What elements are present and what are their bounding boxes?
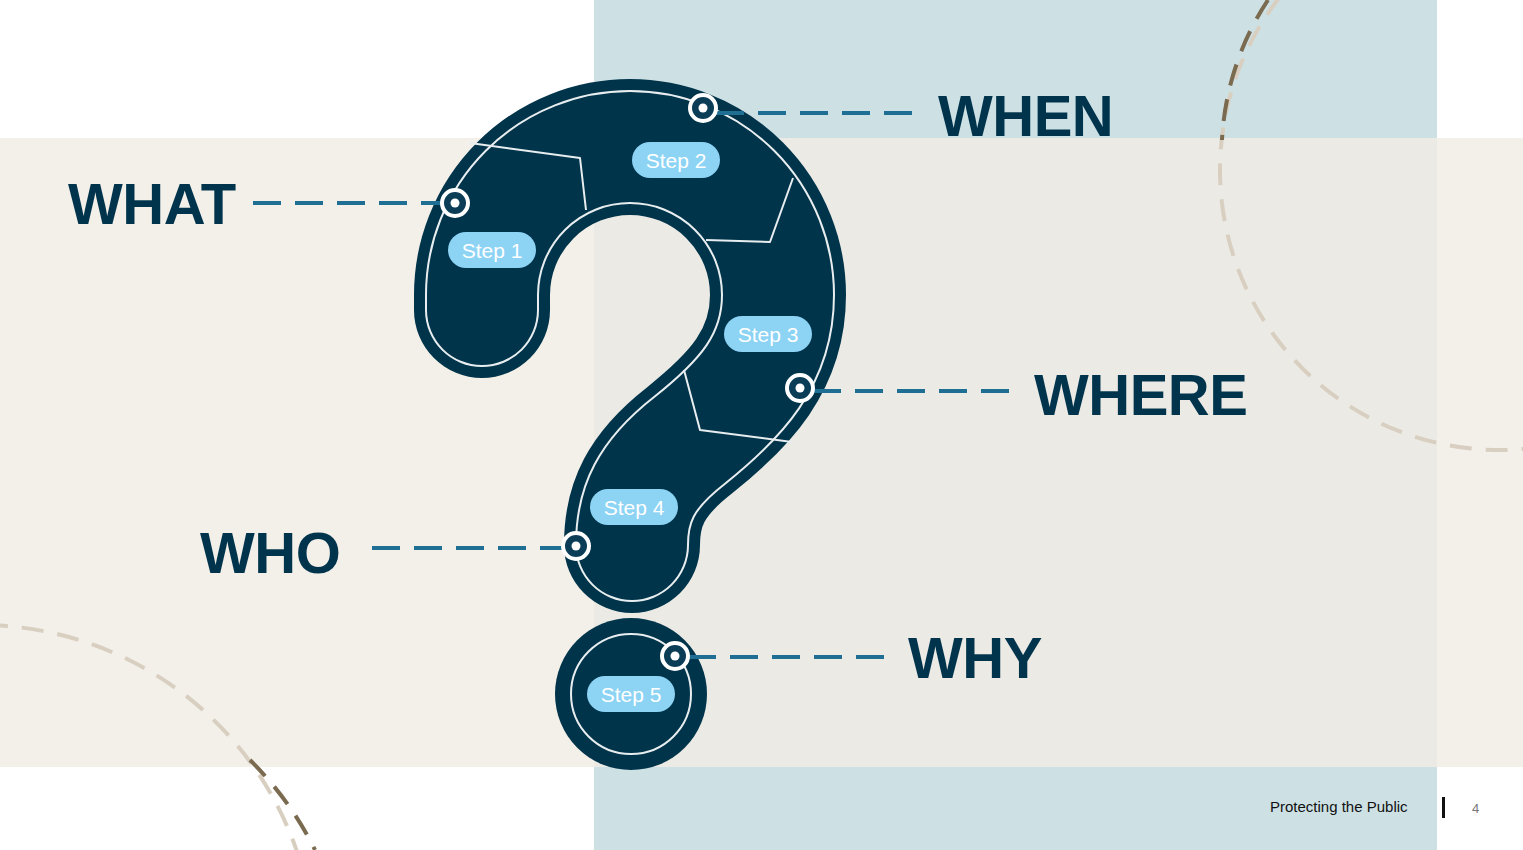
question-word: WHO (200, 524, 340, 582)
step-label: Step 4 (604, 497, 665, 518)
dot-outline (571, 634, 691, 754)
beige-band (0, 138, 1523, 767)
leader-line (253, 201, 442, 205)
dashed-arc (1220, 0, 1523, 450)
divider (684, 370, 792, 442)
step-pill: Step 4 (590, 489, 678, 525)
step-pill: Step 1 (448, 232, 536, 268)
ring-marker (787, 375, 813, 401)
leader-line (716, 111, 912, 115)
ring-marker (690, 95, 716, 121)
step-label: Step 1 (462, 240, 523, 261)
divider (470, 143, 586, 210)
step-label: Step 5 (601, 684, 662, 705)
footer-divider (1442, 797, 1445, 818)
question-word: WHEN (938, 87, 1113, 145)
step-pill: Step 3 (724, 316, 812, 352)
dot (555, 618, 707, 770)
step-label: Step 2 (646, 150, 707, 171)
leader-line (688, 655, 887, 659)
dashed-arc-dark (1222, 0, 1268, 140)
leader-line (813, 389, 1015, 393)
divider (706, 178, 793, 242)
step-label: Step 3 (738, 324, 799, 345)
dashed-arc-dark (250, 760, 315, 850)
ring-markers (442, 95, 813, 669)
step-pill: Step 2 (632, 142, 720, 178)
dashed-arc (0, 625, 315, 850)
ring-marker (442, 190, 468, 216)
question-word: WHY (908, 629, 1042, 687)
ring-marker (662, 643, 688, 669)
leader-line (372, 546, 563, 550)
leader-lines (253, 113, 1015, 657)
ring-marker (563, 533, 589, 559)
step-pill: Step 5 (587, 676, 675, 712)
footer-text: Protecting the Public (1270, 799, 1408, 814)
page-number: 4 (1472, 802, 1479, 815)
segment-dividers (470, 143, 793, 442)
question-word: WHAT (68, 175, 236, 233)
question-word: WHERE (1034, 366, 1247, 424)
